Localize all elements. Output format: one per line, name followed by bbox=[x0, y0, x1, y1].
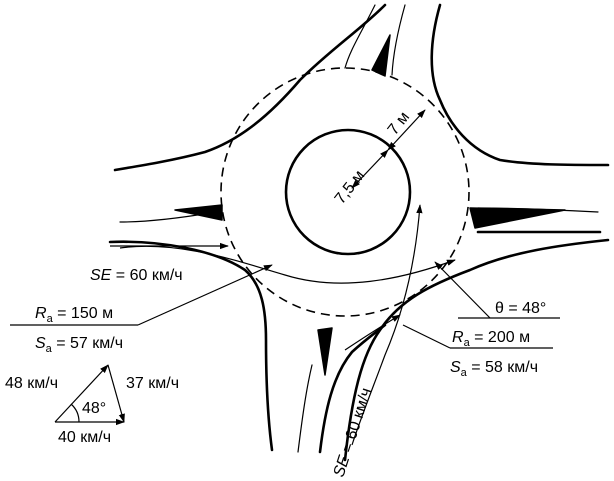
central-island bbox=[284, 128, 412, 256]
island-north bbox=[371, 34, 391, 77]
dim-ring-width bbox=[387, 109, 426, 151]
median-north-2 bbox=[391, 4, 406, 76]
median-lines bbox=[119, 4, 599, 453]
triangle-label-bottom: 40 км/ч bbox=[58, 429, 111, 446]
dimension-arrows bbox=[351, 109, 426, 189]
median-north bbox=[344, 4, 376, 69]
label-se-west: SE = 60 км/ч bbox=[90, 267, 183, 284]
leader-ra-right bbox=[402, 324, 451, 349]
label-ring-width: 7 м bbox=[385, 109, 413, 139]
island-east bbox=[469, 207, 566, 229]
label-theta: θ = 48° bbox=[495, 300, 546, 317]
road-edge-top-left bbox=[113, 3, 387, 172]
leader-theta bbox=[434, 261, 491, 319]
triangle-label-angle: 48° bbox=[82, 400, 106, 417]
label-sa-right: Sa = 58 км/ч bbox=[450, 359, 538, 379]
path-east-west bbox=[119, 245, 456, 284]
road-edge-south-inner bbox=[318, 323, 387, 454]
triangle-left-vector bbox=[54, 364, 109, 423]
dim-inner-radius bbox=[351, 149, 389, 189]
island-south bbox=[317, 327, 333, 376]
splitter-islands bbox=[174, 34, 566, 376]
label-sa-left: Sa = 57 км/ч bbox=[35, 335, 123, 355]
path-south-north bbox=[351, 204, 423, 446]
path-south-entry bbox=[344, 314, 401, 351]
road-edge-top-right bbox=[430, 3, 610, 167]
label-inner-radius: 7,5 м bbox=[332, 167, 369, 207]
road-edge-right-lower bbox=[343, 238, 610, 462]
median-south bbox=[297, 364, 313, 453]
triangle-label-left: 48 км/ч bbox=[5, 375, 58, 392]
triangle-label-right: 37 км/ч bbox=[126, 375, 179, 392]
triangle-right-vector bbox=[107, 364, 125, 423]
roundabout-outer-circle bbox=[220, 67, 470, 317]
label-ra-left: Ra = 150 м bbox=[35, 305, 113, 325]
leader-ra-left bbox=[137, 264, 273, 326]
vehicle-paths bbox=[110, 204, 456, 446]
leader-lines bbox=[10, 261, 560, 349]
label-ra-right: Ra = 200 м bbox=[452, 329, 530, 349]
triangle-angle-arc bbox=[70, 403, 80, 423]
speed-triangle bbox=[54, 364, 125, 426]
